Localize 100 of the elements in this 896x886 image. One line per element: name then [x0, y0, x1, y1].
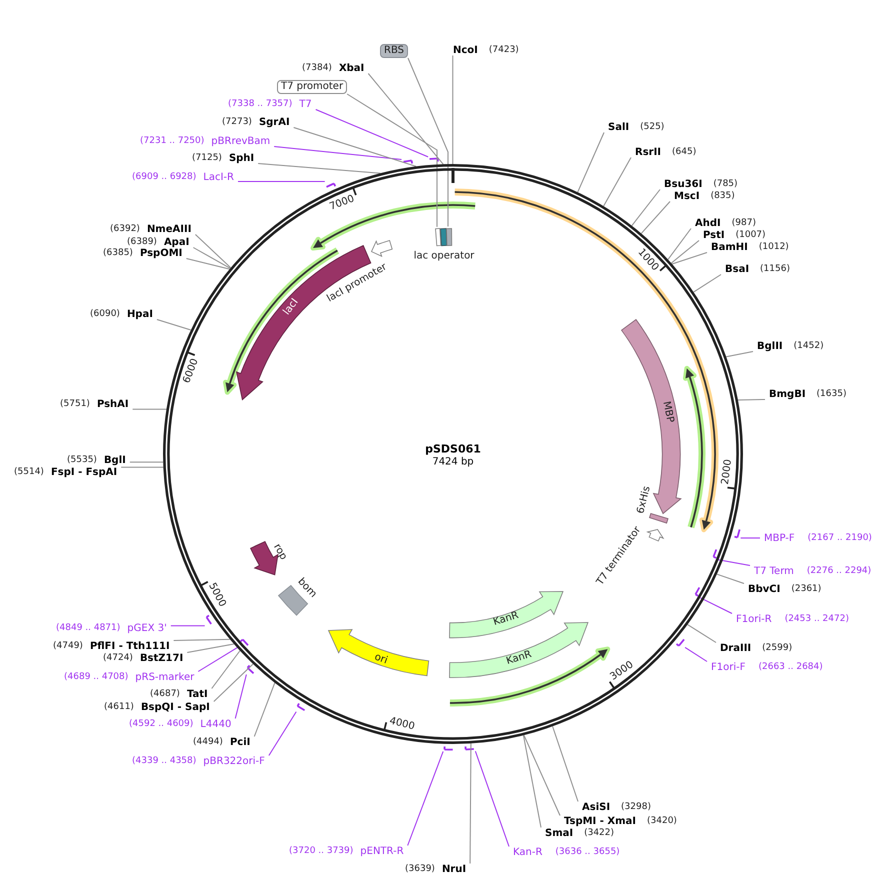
primer-mark: [428, 156, 440, 163]
leader-line: [274, 146, 402, 160]
cut-site-position: (7423): [488, 44, 519, 56]
enzyme-name: BamHI: [711, 242, 748, 252]
cut-site-position: (7125): [192, 152, 222, 164]
cut-site-position: (4687): [150, 688, 180, 700]
cut-site-position: (1156): [760, 264, 790, 274]
leader-line: [737, 399, 766, 401]
enzyme-name: NcoI: [453, 44, 478, 56]
primer-mark: [674, 638, 686, 648]
enzyme-name: RsrII: [635, 146, 662, 158]
primer-name: Kan-R: [513, 846, 542, 858]
feature-label: KanR: [505, 648, 533, 668]
enzyme-name: BspQI - SapI: [140, 702, 210, 712]
tick-label: 2000: [720, 458, 734, 485]
enzyme-name: BglI: [104, 454, 126, 466]
cut-site-position: (6385): [103, 248, 133, 258]
tick-label: 5000: [206, 581, 228, 609]
cut-site-position: (4724): [103, 652, 133, 664]
leader-line: [120, 466, 164, 468]
cut-site-position: (785): [713, 178, 738, 190]
primer-name: L4440: [200, 718, 232, 730]
enzyme-name: DraIII: [720, 642, 752, 654]
leader-line: [603, 157, 632, 207]
cut-site-position: (987): [732, 218, 756, 228]
leader-line: [700, 597, 732, 614]
cut-site-position: (5751): [60, 398, 90, 410]
leader-line: [693, 274, 722, 293]
cut-site-position: (525): [640, 122, 664, 132]
leader-line: [132, 408, 167, 410]
leader-line: [552, 726, 578, 802]
primer-name: T7: [299, 98, 312, 110]
leader-line: [211, 650, 240, 689]
primer-name: F1ori-F: [711, 662, 746, 672]
cut-site-position: (3639): [405, 864, 435, 874]
leader-line: [198, 646, 240, 672]
primer-mark: [712, 548, 718, 560]
leader-line: [684, 646, 708, 662]
primer-position: (2276 .. 2294): [806, 566, 872, 576]
primer-position: (3720 .. 3739): [289, 846, 354, 856]
feature-tag: RBS: [380, 44, 408, 58]
plasmid-size: 7424 bp: [432, 456, 474, 468]
cut-site-position: (5514): [14, 466, 44, 478]
enzyme-name: SalI: [608, 122, 630, 132]
leader-line: [668, 228, 692, 260]
cut-site-position: (6389): [127, 236, 157, 247]
primer-name: MBP-F: [764, 532, 795, 544]
leader-line: [452, 55, 454, 164]
leader-line: [368, 73, 444, 165]
primer-position: (6909 .. 6928): [132, 172, 196, 182]
feature-label: MBP: [660, 400, 676, 424]
primer-name: pBR322ori-F: [203, 756, 265, 766]
primer-mark: [246, 664, 256, 675]
cut-site-position: (4494): [193, 736, 223, 748]
tick-label: 7000: [328, 192, 356, 212]
cut-site-position: (1012): [758, 242, 789, 252]
leader-line: [716, 574, 744, 584]
cut-site-position: (3420): [647, 816, 677, 826]
enzyme-name: PflFI - Tth111I: [90, 640, 170, 652]
primer-position: (4339 .. 4358): [132, 756, 196, 766]
feature-label: KanR: [492, 610, 520, 628]
leader-line: [577, 132, 604, 193]
enzyme-name: PstI: [703, 230, 725, 240]
leader-line: [173, 638, 230, 641]
cut-site-position: (5535): [67, 454, 97, 466]
cut-site-position: (7384): [302, 62, 332, 74]
enzyme-name: NruI: [442, 864, 466, 874]
primer-name: pBRrevBam: [211, 136, 270, 146]
leader-line: [186, 644, 234, 653]
enzyme-name: BbvCI: [748, 584, 780, 594]
enzyme-name: FspI - FspAI: [50, 466, 118, 478]
enzyme-name: NmeAIII: [146, 224, 192, 234]
cut-site-position: (2599): [762, 642, 792, 654]
enzyme-name: SphI: [228, 152, 254, 164]
primer-mark: [204, 614, 212, 626]
leader-line: [522, 734, 542, 828]
leader-line: [237, 181, 326, 182]
primer-name: pGEX 3': [127, 622, 167, 634]
enzyme-name: HpaI: [126, 308, 153, 320]
leader-line: [407, 58, 448, 227]
leader-line: [315, 109, 429, 158]
enzyme-name: BmgBI: [769, 388, 806, 400]
cut-site-position: (1635): [816, 388, 846, 400]
primer-position: (2167 .. 2190): [808, 532, 872, 544]
feature-block: [648, 512, 670, 525]
enzyme-name: Bsu36I: [664, 178, 702, 190]
enzyme-name: MscI: [674, 190, 700, 202]
primer-position: (7338 .. 7357): [228, 98, 292, 110]
primer-mark: [324, 182, 337, 188]
feature-label: rop: [271, 542, 289, 562]
leader-line: [268, 711, 297, 756]
primer-name: T7 Term: [754, 566, 794, 576]
primer-mark: [694, 586, 700, 598]
primer-position: (7231 .. 7250): [140, 136, 204, 146]
cut-site-position: (7273): [222, 116, 252, 128]
enzyme-name: PshAI: [96, 398, 129, 410]
enzyme-name: XbaI: [338, 62, 364, 74]
primer-position: (2663 .. 2684): [758, 662, 823, 672]
leader-line: [717, 559, 750, 566]
feature-label: 6xHis: [635, 485, 653, 515]
